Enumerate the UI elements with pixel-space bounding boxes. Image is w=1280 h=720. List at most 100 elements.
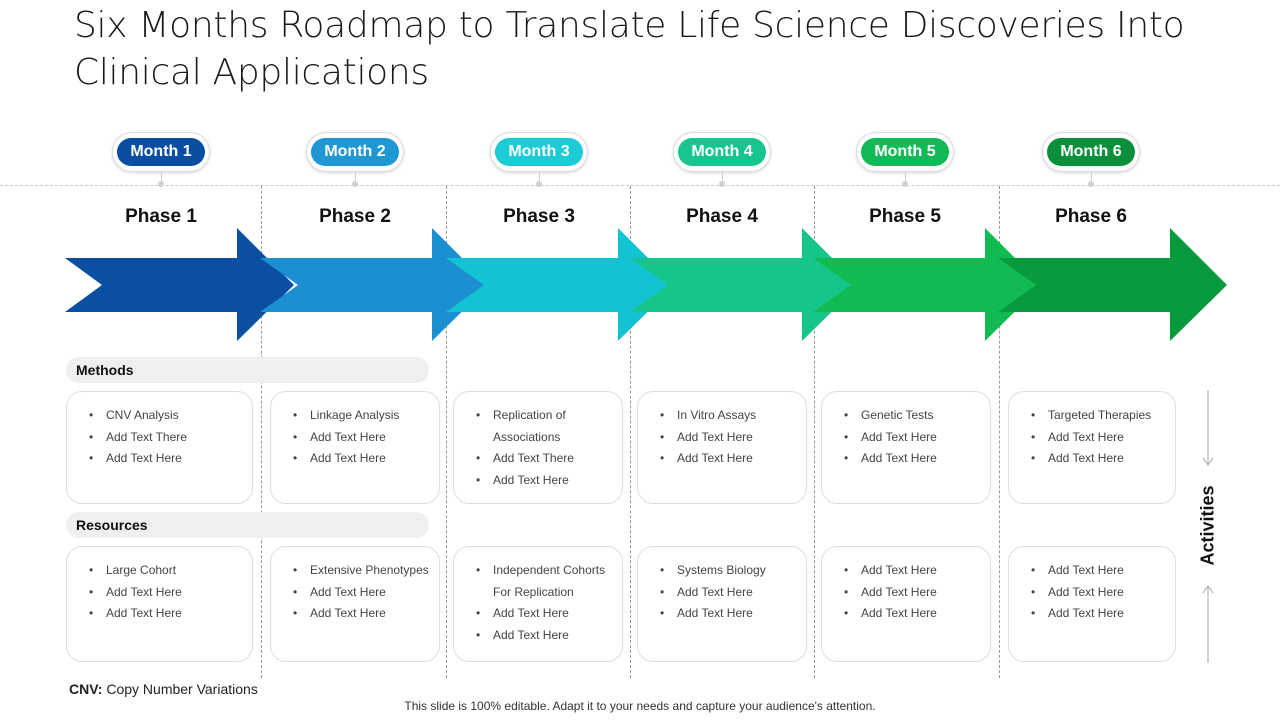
list-item: Add Text Here: [476, 603, 616, 625]
list-item: Genetic Tests: [844, 405, 984, 427]
activities-label: Activities: [1197, 484, 1218, 566]
month-connector-3: [539, 172, 540, 184]
resources-card-1: Large CohortAdd Text HereAdd Text Here: [66, 546, 253, 662]
list-item: In Vitro Assays: [660, 405, 800, 427]
timeline-line: [0, 185, 1280, 186]
resources-card-3: Independent Cohorts For ReplicationAdd T…: [453, 546, 623, 662]
list-item: Add Text Here: [660, 582, 800, 604]
list-item: Add Text Here: [1031, 582, 1169, 604]
column-divider-5: [999, 186, 1000, 678]
list-item: Add Text Here: [660, 427, 800, 449]
resources-list: Systems BiologyAdd Text HereAdd Text Her…: [660, 560, 800, 625]
list-item: Add Text Here: [293, 582, 433, 604]
list-item: Add Text Here: [1031, 448, 1169, 470]
list-item: Add Text Here: [89, 448, 246, 470]
timeline-dot-4: [719, 181, 725, 187]
methods-list: CNV AnalysisAdd Text ThereAdd Text Here: [89, 405, 246, 470]
month-connector-1: [161, 172, 162, 184]
list-item: Add Text Here: [89, 582, 246, 604]
month-label: Month 2: [311, 138, 399, 166]
activities-arrows: [1202, 390, 1214, 663]
resources-list: Extensive PhenotypesAdd Text HereAdd Tex…: [293, 560, 433, 625]
resources-list: Large CohortAdd Text HereAdd Text Here: [89, 560, 246, 625]
month-badge-3: Month 3: [490, 132, 588, 172]
column-divider-4: [814, 186, 815, 678]
resources-card-4: Systems BiologyAdd Text HereAdd Text Her…: [637, 546, 807, 662]
phase-title-6: Phase 6: [1055, 206, 1127, 227]
phase-title-3: Phase 3: [503, 206, 575, 227]
list-item: Add Text Here: [89, 603, 246, 625]
month-connector-6: [1091, 172, 1092, 184]
phase-arrow-2: [260, 228, 489, 341]
activities-arrow-up-head: [1202, 584, 1214, 594]
month-badge-5: Month 5: [856, 132, 954, 172]
column-divider-3: [630, 186, 631, 678]
phase-arrow-5: [813, 228, 1042, 341]
resources-card-5: Add Text HereAdd Text HereAdd Text Here: [821, 546, 991, 662]
list-item: Extensive Phenotypes: [293, 560, 433, 582]
methods-list: Linkage AnalysisAdd Text HereAdd Text He…: [293, 405, 433, 470]
resources-list: Independent Cohorts For ReplicationAdd T…: [476, 560, 616, 646]
list-item: Independent Cohorts For Replication: [476, 560, 616, 603]
list-item: Add Text Here: [844, 560, 984, 582]
activities-arrow-down-head: [1202, 457, 1214, 467]
resources-list: Add Text HereAdd Text HereAdd Text Here: [1031, 560, 1169, 625]
list-item: Replication of Associations: [476, 405, 616, 448]
phase-title-2: Phase 2: [319, 206, 391, 227]
month-badge-6: Month 6: [1042, 132, 1140, 172]
list-item: Add Text Here: [1031, 560, 1169, 582]
footnote: CNV: Copy Number Variations: [69, 681, 258, 697]
methods-list: Genetic TestsAdd Text HereAdd Text Here: [844, 405, 984, 470]
column-divider-1: [261, 186, 262, 678]
phase-arrow-6: [998, 228, 1227, 341]
list-item: Add Text Here: [1031, 603, 1169, 625]
column-divider-2: [446, 186, 447, 678]
month-badge-4: Month 4: [673, 132, 771, 172]
month-label: Month 3: [495, 138, 583, 166]
footer-note: This slide is 100% editable. Adapt it to…: [404, 699, 876, 713]
resources-row-label: Resources: [66, 512, 429, 538]
phase-arrow-3: [446, 228, 675, 341]
month-label: Month 1: [117, 138, 205, 166]
month-label: Month 4: [678, 138, 766, 166]
resources-list: Add Text HereAdd Text HereAdd Text Here: [844, 560, 984, 625]
month-label: Month 5: [861, 138, 949, 166]
list-item: Add Text There: [89, 427, 246, 449]
month-connector-4: [722, 172, 723, 184]
timeline-dot-6: [1088, 181, 1094, 187]
resources-card-6: Add Text HereAdd Text HereAdd Text Here: [1008, 546, 1176, 662]
list-item: Add Text Here: [844, 448, 984, 470]
methods-card-2: Linkage AnalysisAdd Text HereAdd Text He…: [270, 391, 440, 504]
footnote-definition: Copy Number Variations: [106, 681, 258, 697]
list-item: Add Text Here: [293, 448, 433, 470]
month-connector-2: [355, 172, 356, 184]
methods-list: Replication of AssociationsAdd Text Ther…: [476, 405, 616, 491]
list-item: Systems Biology: [660, 560, 800, 582]
methods-list: Targeted TherapiesAdd Text HereAdd Text …: [1031, 405, 1169, 470]
list-item: Add Text Here: [476, 470, 616, 492]
phase-title-1: Phase 1: [125, 206, 197, 227]
timeline-dot-1: [158, 181, 164, 187]
month-connector-5: [905, 172, 906, 184]
list-item: Add Text Here: [293, 603, 433, 625]
list-item: Linkage Analysis: [293, 405, 433, 427]
month-badge-2: Month 2: [306, 132, 404, 172]
list-item: Add Text Here: [476, 625, 616, 647]
list-item: Add Text Here: [660, 448, 800, 470]
list-item: Add Text There: [476, 448, 616, 470]
list-item: Large Cohort: [89, 560, 246, 582]
methods-card-4: In Vitro AssaysAdd Text HereAdd Text Her…: [637, 391, 807, 504]
phase-arrow-4: [630, 228, 859, 341]
slide-title: Six Months Roadmap to Translate Life Sci…: [74, 5, 1185, 93]
methods-card-3: Replication of AssociationsAdd Text Ther…: [453, 391, 623, 504]
footnote-term: CNV:: [69, 681, 103, 697]
list-item: CNV Analysis: [89, 405, 246, 427]
resources-card-2: Extensive PhenotypesAdd Text HereAdd Tex…: [270, 546, 440, 662]
list-item: Add Text Here: [660, 603, 800, 625]
methods-row-label: Methods: [66, 357, 429, 383]
list-item: Add Text Here: [844, 603, 984, 625]
timeline-dot-3: [536, 181, 542, 187]
month-badge-1: Month 1: [112, 132, 210, 172]
phase-arrow-1: [65, 228, 294, 341]
methods-card-6: Targeted TherapiesAdd Text HereAdd Text …: [1008, 391, 1176, 504]
